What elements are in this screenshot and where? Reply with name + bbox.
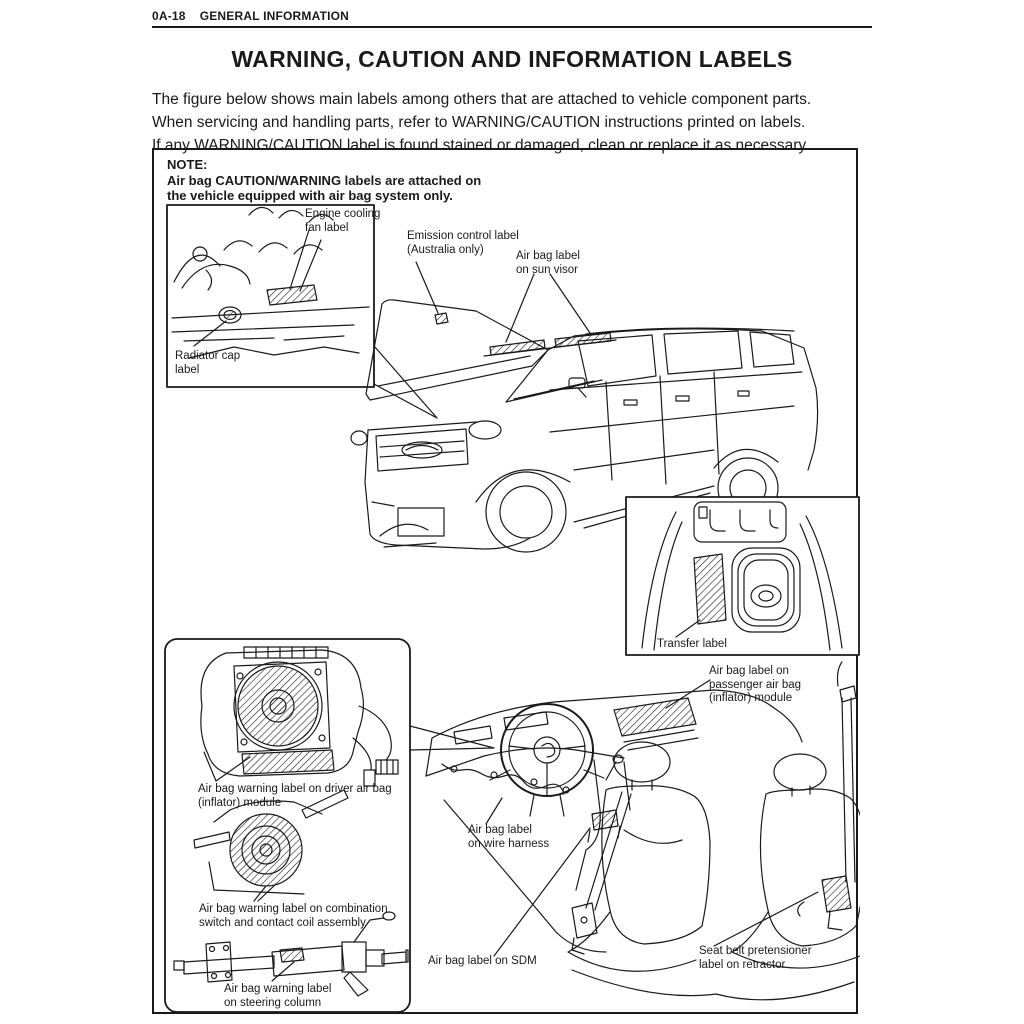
intro-line: When servicing and handling parts, refer…: [152, 114, 806, 131]
section-title: GENERAL INFORMATION: [199, 9, 350, 23]
label-sdm: Air bag label on SDM: [428, 955, 537, 967]
label-combination-switch: Air bag warning label on combination swi…: [199, 903, 388, 929]
label-wire-harness: Air bag label on wire harness: [468, 824, 550, 850]
page-title: WARNING, CAUTION AND INFORMATION LABELS: [231, 46, 793, 72]
label-passenger-module: Air bag label on passenger air bag (infl…: [709, 665, 802, 704]
label-emission-control: Emission control label (Australia only): [407, 230, 519, 256]
label-transfer: Transfer label: [657, 638, 727, 650]
intro-line: The figure below shows main labels among…: [152, 91, 812, 108]
label-engine-cooling-fan: Engine cooling fan label: [305, 208, 381, 234]
engine-bay-inset-drawing: [166, 204, 438, 419]
label-driver-module: Air bag warning label on driver air bag …: [198, 783, 392, 809]
labels-figure: NOTE: Air bag CAUTION/WARNING labels are…: [152, 148, 860, 1014]
label-pretensioner: Seat belt pretensioner label on retracto…: [699, 945, 812, 971]
page-number: 0A-18: [152, 9, 186, 23]
interior-drawing: [425, 661, 860, 1001]
note-block: NOTE: Air bag CAUTION/WARNING labels are…: [167, 157, 481, 204]
page-header: 0A-18 GENERAL INFORMATION: [152, 9, 349, 23]
transfer-console-inset-drawing: [625, 496, 860, 656]
label-steering-column: Air bag warning label on steering column: [224, 983, 332, 1009]
figure-line-art: [164, 204, 860, 1013]
note-heading: NOTE:: [167, 157, 208, 172]
suv-exterior-drawing: [350, 261, 819, 553]
intro-paragraph: The figure below shows main labels among…: [152, 88, 880, 157]
note-body: Air bag CAUTION/WARNING labels are attac…: [167, 172, 482, 204]
header-rule: [152, 26, 872, 28]
label-sun-visor: Air bag label on sun visor: [516, 250, 580, 276]
driver-airbag-inset-drawing: [164, 638, 495, 1013]
label-radiator-cap: Radiator cap label: [175, 350, 241, 376]
